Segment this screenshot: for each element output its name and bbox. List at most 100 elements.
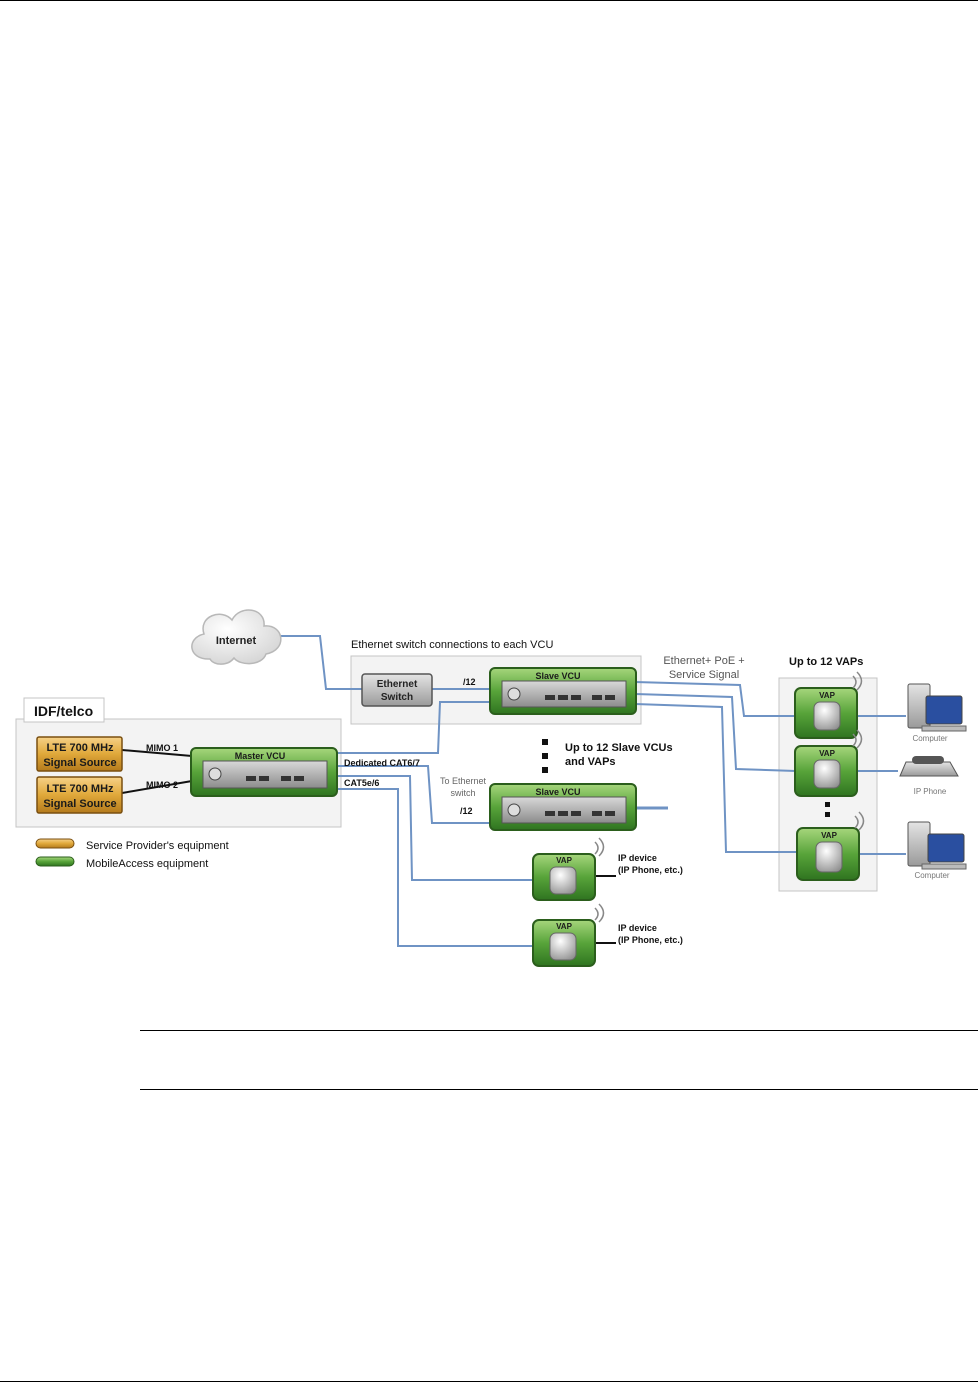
switch-line2: Switch <box>381 692 413 703</box>
vcu-panel <box>202 760 328 789</box>
switch-group-title: Ethernet switch connections to each VCU <box>351 639 553 651</box>
cat5e-cable-label: CAT5e/6 <box>344 778 379 788</box>
wireless-icon <box>852 671 863 691</box>
master-vcu-label: Master VCU <box>235 751 286 761</box>
vcu-port <box>259 776 269 781</box>
ip-device-1-line1: IP device <box>618 853 657 863</box>
phone-handset-icon <box>912 756 944 764</box>
dedicated-cable-label: Dedicated CAT6/7 <box>344 758 420 768</box>
slave-note-line2: and VAPs <box>565 756 616 768</box>
phone-icon <box>899 761 959 777</box>
poe-label-2: Service Signal <box>669 669 739 681</box>
vap-2-label: VAP <box>819 749 836 758</box>
ellipsis-dot <box>542 739 548 745</box>
idf-group-title: IDF/telco <box>34 703 93 719</box>
cable-slave1-vap2 <box>634 693 797 772</box>
mimo1-link <box>121 749 193 757</box>
source-1-line1: LTE 700 MHz <box>46 742 114 754</box>
vap-can <box>549 932 577 961</box>
wireless-icon <box>594 903 605 923</box>
vcu-fan-icon <box>208 767 222 781</box>
section-rule-bottom <box>140 1089 978 1090</box>
switch-box <box>361 673 433 707</box>
slave-note-line1: Up to 12 Slave VCUs <box>565 742 673 754</box>
vcu-port <box>571 811 581 816</box>
page-bottom-rule <box>0 1381 978 1382</box>
cable-internet-switch <box>278 635 362 690</box>
page-top-rule <box>0 0 978 1</box>
ethernet-switch: Ethernet Switch <box>361 673 433 707</box>
ip-device-1-line2: (IP Phone, etc.) <box>618 865 683 875</box>
cable-master-slave2 <box>336 765 492 824</box>
legend: Service Provider's equipment MobileAcces… <box>35 838 229 870</box>
legend-swatch-service-provider <box>35 838 75 849</box>
ip-device-2-line2: (IP Phone, etc.) <box>618 935 683 945</box>
ip-vap-1-label: VAP <box>556 856 573 865</box>
master-vcu: Master VCU <box>190 747 338 797</box>
signal-source-2: LTE 700 MHz Signal Source MIMO 2 <box>36 776 178 814</box>
cable-master-ipvap1 <box>336 775 534 881</box>
computer-monitor-icon <box>927 833 965 863</box>
idf-group-tab <box>23 697 105 723</box>
vap-group-title: Up to 12 VAPs <box>789 656 863 668</box>
wireless-icon <box>852 729 863 749</box>
slave-vcu-2-label: Slave VCU <box>535 787 580 797</box>
source-box <box>36 776 123 814</box>
wireless-icon <box>594 837 605 857</box>
vcu-port <box>592 695 602 700</box>
vap-can <box>549 866 577 895</box>
source-1-line2: Signal Source <box>43 757 116 769</box>
ip-vap-1: VAP IP device (IP Phone, etc.) <box>532 837 683 901</box>
ip-device-2-line1: IP device <box>618 923 657 933</box>
vcu-port <box>605 811 615 816</box>
vap-2: VAP <box>794 729 863 797</box>
ellipsis-dot <box>825 802 830 807</box>
slave-vcu-2-port: /12 <box>460 806 473 816</box>
slave-vcu-1-label: Slave VCU <box>535 671 580 681</box>
slave-vcu-2: Slave VCU /12 <box>460 783 637 831</box>
ellipsis-dot <box>542 753 548 759</box>
computer-1: Computer <box>907 683 967 743</box>
vap-ellipsis <box>825 802 830 817</box>
cable-slave1-vap3 <box>634 703 796 853</box>
legend-label-service-provider: Service Provider's equipment <box>86 840 229 852</box>
slave-vcu-1: Slave VCU /12 <box>463 667 637 715</box>
cloud-icon <box>191 609 282 665</box>
vcu-port <box>294 776 304 781</box>
signal-source-1: LTE 700 MHz Signal Source MIMO 1 <box>36 736 178 772</box>
vcu-port <box>592 811 602 816</box>
device-3-label: Computer <box>914 871 949 880</box>
vap-can <box>813 759 841 789</box>
computer-tower-icon <box>907 821 931 867</box>
mimo1-label: MIMO 1 <box>146 743 178 753</box>
switch-line1: Ethernet <box>377 679 418 690</box>
legend-label-mobileaccess: MobileAccess equipment <box>86 858 208 870</box>
vcu-panel <box>501 796 627 824</box>
cable-master-slave1 <box>336 701 492 754</box>
vcu-panel <box>501 680 627 708</box>
device-2-label: IP Phone <box>914 787 947 796</box>
vcu-port <box>281 776 291 781</box>
vcu-port <box>558 695 568 700</box>
cable-master-ipvap2 <box>336 788 534 947</box>
internet-cloud: Internet <box>191 609 282 665</box>
mimo2-link <box>121 780 193 794</box>
ellipsis-dot <box>825 812 830 817</box>
computer-2: Computer <box>907 821 967 880</box>
keyboard-icon <box>921 863 967 870</box>
vcu-port <box>545 695 555 700</box>
vcu-port <box>545 811 555 816</box>
vap-3: VAP <box>796 811 865 881</box>
vcu-port <box>571 695 581 700</box>
black-links <box>121 749 616 944</box>
vcu-fan-icon <box>507 687 521 701</box>
vcu-port <box>246 776 256 781</box>
wireless-icon <box>854 811 865 831</box>
ellipsis-dot <box>542 767 548 773</box>
cloud-label: Internet <box>216 635 257 647</box>
cable-slave1-vap1 <box>634 681 796 717</box>
vap-can <box>813 701 841 731</box>
ip-phone: IP Phone <box>899 756 959 796</box>
source-2-line1: LTE 700 MHz <box>46 783 114 795</box>
slave-vcu-1-port: /12 <box>463 677 476 687</box>
